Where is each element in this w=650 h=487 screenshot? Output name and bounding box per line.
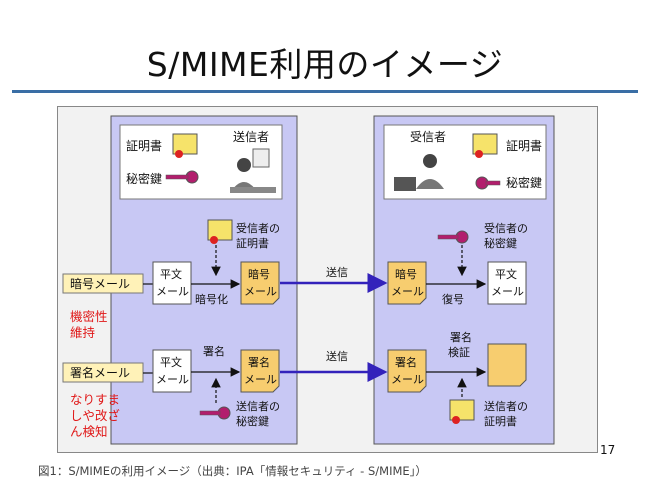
encrypt-purpose-1: 機密性: [70, 309, 108, 324]
sign-mail-tag-text: 署名メール: [70, 365, 130, 380]
verify-action-1: 署名: [450, 330, 472, 344]
certificate-icon: [472, 133, 498, 158]
key-icon: [199, 406, 231, 420]
encrypt-send-label: 送信: [326, 265, 348, 279]
decrypt-action: 復号: [442, 293, 464, 306]
encrypt-result-line1: 暗号: [248, 267, 270, 281]
sign-purpose-1: なりすま: [70, 392, 120, 407]
decrypt-plain-line1: 平文: [495, 267, 517, 281]
encrypt-recv-line2: メール: [391, 285, 424, 298]
sign-purpose-3: ん検知: [70, 424, 108, 439]
receiver-label: 受信者: [410, 130, 446, 144]
decrypt-key-label-2: 秘密鍵: [484, 236, 517, 250]
sign-key-label-2: 秘密鍵: [236, 414, 269, 428]
certificate-icon: [207, 219, 233, 244]
encrypt-recv-doc: [387, 261, 427, 305]
decrypt-key-label-1: 受信者の: [484, 222, 528, 235]
encrypt-recv-line1: 暗号: [395, 267, 417, 281]
encrypt-mail-tag-text: 暗号メール: [70, 276, 130, 291]
sender-certificate-label: 証明書: [126, 139, 162, 153]
sender-person-icon: [230, 148, 276, 193]
sender-label: 送信者: [233, 129, 269, 144]
key-icon: [437, 230, 469, 244]
smime-diagram: 証明書 秘密鍵 送信者 受信者 証明書: [62, 115, 555, 445]
decrypt-plain-doc: [487, 261, 527, 305]
figure-caption: 図1：S/MIMEの利用イメージ（出典：IPA「情報セキュリティ - S/MIM…: [38, 464, 427, 478]
verify-cert-label-2: 証明書: [484, 414, 517, 428]
encrypt-plain-doc: [152, 261, 192, 305]
receiver-person-icon: [394, 154, 444, 191]
receiver-certificate-label: 証明書: [506, 139, 542, 153]
title-rule: [12, 90, 638, 93]
certificate-icon: [172, 133, 198, 158]
verified-doc: [487, 343, 527, 387]
verify-action-2: 検証: [448, 345, 470, 359]
sign-purpose-2: しや改ざ: [70, 408, 120, 423]
encrypt-plain-line2: メール: [156, 285, 189, 298]
smime-figure: 証明書 秘密鍵 送信者 受信者 証明書: [57, 106, 598, 453]
encrypt-purpose-2: 維持: [70, 325, 95, 340]
key-icon: [165, 170, 199, 184]
key-icon: [475, 176, 501, 190]
sign-action: 署名: [203, 344, 225, 358]
encrypt-action: 暗号化: [195, 292, 228, 306]
sign-plain-line2: メール: [156, 373, 189, 386]
sign-result-doc: [240, 349, 280, 393]
encrypt-key-label-2: 証明書: [236, 236, 269, 250]
receiver-private-key-label: 秘密鍵: [506, 175, 542, 190]
sign-recv-doc: [387, 349, 427, 393]
sender-private-key-label: 秘密鍵: [126, 171, 162, 186]
certificate-icon: [449, 399, 475, 424]
slide-title: S/MIME利用のイメージ: [146, 45, 504, 84]
encrypt-key-label-1: 受信者の: [236, 222, 280, 235]
sign-recv-line2: メール: [391, 373, 424, 386]
sign-result-line1: 署名: [248, 355, 270, 369]
sign-result-line2: メール: [244, 373, 277, 386]
sign-send-label: 送信: [326, 349, 348, 363]
decrypt-plain-line2: メール: [491, 285, 524, 298]
encrypt-result-line2: メール: [244, 285, 277, 298]
sign-key-label-1: 送信者の: [236, 399, 280, 413]
page-number: 17: [600, 443, 616, 457]
sign-plain-doc: [152, 349, 192, 393]
sign-recv-line1: 署名: [395, 355, 417, 369]
verify-cert-label-1: 送信者の: [484, 399, 528, 413]
encrypt-plain-line1: 平文: [160, 267, 182, 281]
encrypt-result-doc: [240, 261, 280, 305]
sign-plain-line1: 平文: [160, 355, 182, 369]
